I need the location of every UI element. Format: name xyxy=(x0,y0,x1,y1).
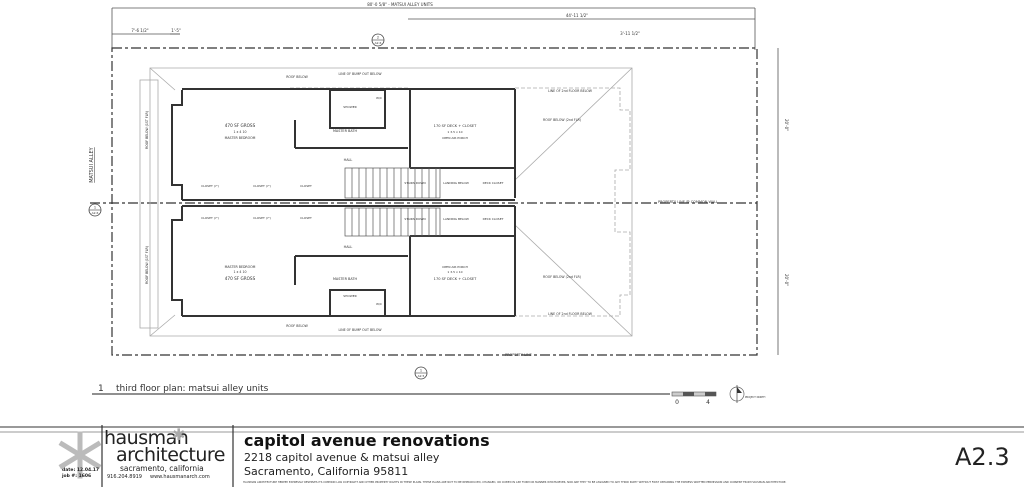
svg-text:0: 0 xyxy=(675,399,679,406)
lower-porch-area: 170 SF DECK + CLOSET xyxy=(434,277,477,281)
svg-text:A2.5: A2.5 xyxy=(418,374,425,378)
sheet-number: A2.3 xyxy=(955,443,1010,471)
stairs xyxy=(344,167,441,237)
roof-below-top: ROOF BELOW xyxy=(286,75,308,79)
svg-text:A2.6: A2.6 xyxy=(375,41,382,45)
lower-hall: HALL xyxy=(344,245,353,249)
view-title: third floor plan: matsui alley units xyxy=(116,384,269,394)
title-block-frame xyxy=(0,425,1024,487)
upper-wc: W/C xyxy=(376,96,382,100)
section-marker-left: 1 A2.6 xyxy=(88,203,102,217)
upper-bedroom-area: 470 SF GROSS xyxy=(225,123,256,128)
upper-closet-b: CLOSET (7') xyxy=(253,184,271,188)
copyright-disclaimer: HAUSMAN ARCHITECTURE HEREBY EXPRESSLY RE… xyxy=(243,481,787,484)
firm-website: www.hausmanarch.com xyxy=(150,474,210,480)
street-label: MATSUI ALLEY xyxy=(89,146,95,182)
upper-shower: SHOWER xyxy=(343,105,356,109)
north-arrow-icon: PROJECT NORTH xyxy=(729,385,766,403)
lower-porch-name: OPEN AIR PORCH xyxy=(442,265,468,269)
svg-text:4: 4 xyxy=(706,399,710,406)
property-line xyxy=(90,47,758,356)
dim-right-segment: 3'-11 1/2" xyxy=(620,31,640,36)
lower-stairs: STAIRS DOWN xyxy=(404,217,425,221)
upper-bedroom-size: 1 x 4 10 xyxy=(233,130,246,134)
roof-below-2nd-bottom: ROOF BELOW (2nd FLR) xyxy=(543,275,581,279)
roof-below-2nd-top: ROOF BELOW (2nd FLR) xyxy=(543,118,581,122)
date-label: date: xyxy=(62,468,76,473)
lower-landing: LANDING BELOW xyxy=(443,217,469,221)
job-value: 1606 xyxy=(78,474,92,479)
roof-below-1st-top: ROOF BELOW (1ST FLR) xyxy=(145,111,149,149)
upper-bedroom-name: MASTER BEDROOM xyxy=(225,136,256,140)
upper-closet-a: CLOSET (7') xyxy=(201,184,219,188)
scale-bar: 0 4 xyxy=(671,391,717,406)
firm-name-line1: hausman xyxy=(104,427,189,449)
upper-master-bath: MASTER BATH xyxy=(333,129,357,133)
upper-deck-closet: DECK CLOSET xyxy=(483,181,504,185)
dim-right-lower: 20'-0" xyxy=(784,274,789,286)
dim-right-segment-top: 44'-11 1/2" xyxy=(566,13,588,18)
lower-master-bath: MASTER BATH xyxy=(333,277,357,281)
roof-below-bottom: ROOF BELOW xyxy=(286,324,308,328)
lower-closet-a: CLOSET (7') xyxy=(201,216,219,220)
section-marker-top: 2 A2.6 xyxy=(371,33,385,47)
firm-city: sacramento, california xyxy=(120,464,204,473)
lower-bedroom-size: 1 x 4 10 xyxy=(233,270,246,274)
stair-run xyxy=(344,207,441,237)
dim-left-small: 1'-5" xyxy=(171,28,181,33)
lower-bedroom-name: MASTER BEDROOM xyxy=(225,265,256,269)
bump-out-bottom: LINE OF BUMP OUT BELOW xyxy=(338,328,382,332)
bump-out-top: LINE OF BUMP OUT BELOW xyxy=(338,72,382,76)
upper-porch-name: OPEN AIR PORCH xyxy=(442,136,468,140)
project-address-line1: 2218 capitol avenue & matsui alley xyxy=(244,451,440,464)
lower-wc: W/C xyxy=(376,302,382,306)
lower-porch-size: 1 3.5 x 10 xyxy=(447,270,462,274)
roof-outline xyxy=(139,67,633,337)
dimension-lines xyxy=(111,7,779,355)
date-value: 12.04.17 xyxy=(76,468,100,473)
svg-text:2: 2 xyxy=(377,36,379,40)
firm-name: hausman architecture xyxy=(104,427,232,466)
upper-stairs: STAIRS DOWN xyxy=(404,181,425,185)
svg-text:A2.6: A2.6 xyxy=(92,211,99,215)
upper-closet-c: CLOSET xyxy=(300,184,312,188)
project-address-line2: Sacramento, California 95811 xyxy=(244,465,409,478)
upper-porch-area: 170 SF DECK + CLOSET xyxy=(434,124,477,128)
dim-left-setback: 7'-6 1/2" xyxy=(131,28,148,33)
stair-run xyxy=(344,167,441,199)
lower-closet-c: CLOSET xyxy=(300,216,312,220)
view-title-number: 1 xyxy=(98,384,104,394)
property-line-common-wall-label: PROPERTY LINE @ COMMON WALL xyxy=(658,200,718,204)
svg-text:1: 1 xyxy=(420,369,422,373)
section-marker-bottom: 1 A2.5 xyxy=(414,366,428,380)
firm-logo-asterisk-icon xyxy=(58,431,102,479)
second-floor-line-bottom: LINE OF 2nd FLOOR BELOW xyxy=(548,312,593,316)
dim-overall-width: 80'-0 5/8" - MATSUI ALLEY UNITS xyxy=(367,2,433,7)
dim-right-upper: 20'-0" xyxy=(784,119,789,131)
firm-asterisk-small-icon: ✱ xyxy=(172,425,186,444)
firm-phone: 916.204.8919 xyxy=(107,474,142,480)
upper-porch-size: 1 3.5 x 10 xyxy=(447,130,462,134)
firm-name-line2: architecture xyxy=(116,444,225,466)
date-row: date: 12.04.17 xyxy=(62,468,99,473)
roof-below-1st-bottom: ROOF BELOW (1ST FLR) xyxy=(145,246,149,284)
walls xyxy=(171,88,516,317)
svg-text:1: 1 xyxy=(94,206,96,210)
project-title: capitol avenue renovations xyxy=(244,431,490,450)
lower-closet-b: CLOSET (7') xyxy=(253,216,271,220)
lower-bedroom-area: 470 SF GROSS xyxy=(225,276,256,281)
second-floor-line-top: LINE OF 2nd FLOOR BELOW xyxy=(548,89,593,93)
upper-hall: HALL xyxy=(344,158,353,162)
lower-deck-closet: DECK CLOSET xyxy=(483,217,504,221)
lower-shower: SHOWER xyxy=(343,294,356,298)
job-label: job #: xyxy=(62,474,77,479)
job-row: job #: 1606 xyxy=(62,474,91,479)
property-line-label: PROPERTY LINE xyxy=(505,353,532,357)
upper-landing: LANDING BELOW xyxy=(443,181,469,185)
svg-text:PROJECT NORTH: PROJECT NORTH xyxy=(745,395,766,399)
